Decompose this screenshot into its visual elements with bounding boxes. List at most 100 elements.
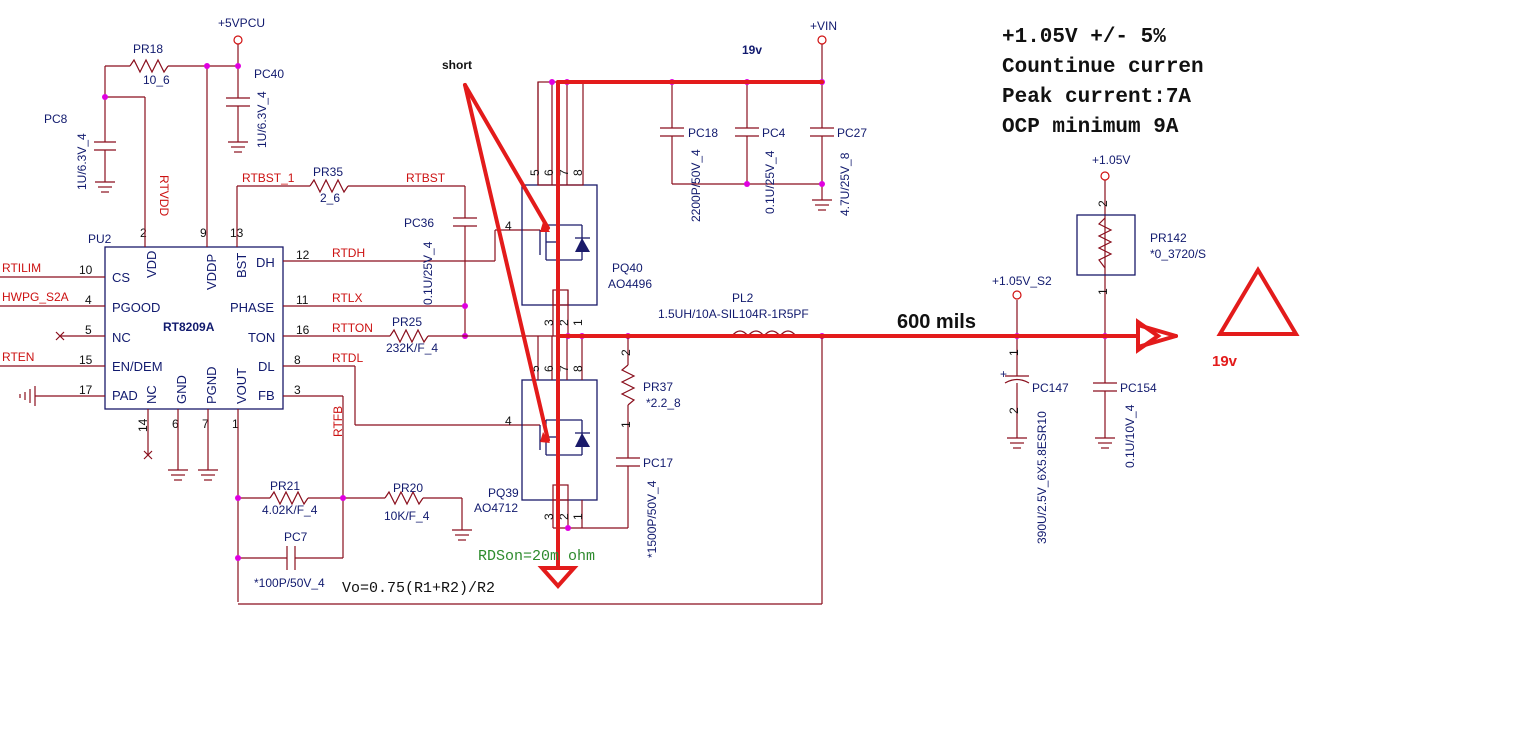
- rdson-note: RDSon=20m ohm: [478, 548, 595, 565]
- pq39-pin-5: 5: [528, 365, 542, 372]
- pin-name-fb: FB: [258, 388, 275, 403]
- pin-num-1: 1: [232, 417, 239, 431]
- pc147-pin-2: 2: [1007, 407, 1021, 414]
- pin-num-8: 8: [294, 353, 301, 367]
- pl2-val: 1.5UH/10A-SIL104R-1R5PF: [658, 307, 809, 321]
- pin-name-nc-bot: NC: [144, 385, 159, 404]
- pin-num-6: 6: [172, 417, 179, 431]
- net-rtfb: RTFB: [331, 406, 345, 437]
- pin-num-12: 12: [296, 248, 310, 262]
- pc36-ref: PC36: [404, 216, 434, 230]
- pin-num-9: 9: [200, 226, 207, 240]
- pc4-val: 0.1U/25V_4: [763, 150, 777, 214]
- snubber-pr37-pc17: [616, 336, 640, 528]
- pr35-val: 2_6: [320, 191, 340, 205]
- pc7-val: *100P/50V_4: [254, 576, 325, 590]
- pin-num-5: 5: [85, 323, 92, 337]
- pq40-pin-3: 3: [542, 319, 556, 326]
- pr142-val: *0_3720/S: [1150, 247, 1206, 261]
- pin-name-pad: PAD: [112, 388, 138, 403]
- power-5vpcu: +5VPCU: [218, 16, 265, 30]
- pr35-ref: PR35: [313, 165, 343, 179]
- pin-num-17: 17: [79, 383, 93, 397]
- pc40-ref: PC40: [254, 67, 284, 81]
- spec-line-2: Countinue curren: [1002, 56, 1204, 79]
- pin-num-11: 11: [296, 293, 309, 307]
- pr37-val: *2.2_8: [646, 396, 681, 410]
- pin-name-cs: CS: [112, 270, 130, 285]
- pc8-val: 1U/6.3V_4: [75, 133, 89, 190]
- power-105: +1.05V: [1092, 153, 1130, 167]
- pin-name-dh: DH: [256, 255, 275, 270]
- pc147-val: 390U/2.5V_6X5.8ESR10: [1035, 411, 1049, 544]
- pc27-val: 4.7U/25V_8: [838, 152, 852, 216]
- pq39-pin-6: 6: [542, 365, 556, 372]
- pr25-val: 232K/F_4: [386, 341, 438, 355]
- formula-note: Vo=0.75(R1+R2)/R2: [342, 580, 495, 597]
- pin-num-15: 15: [79, 353, 93, 367]
- pr20-ref: PR20: [393, 481, 423, 495]
- pq39-pin-8: 8: [571, 365, 585, 372]
- ic-part: RT8209A: [163, 320, 215, 334]
- pq40-pin-8: 8: [571, 169, 585, 176]
- pc154-ref: PC154: [1120, 381, 1157, 395]
- pc36-val: 0.1U/25V_4: [421, 241, 435, 305]
- pin-num-14: 14: [136, 418, 150, 432]
- pc8-ref: PC8: [44, 112, 68, 126]
- pc18-ref: PC18: [688, 126, 718, 140]
- pin-name-vdd: VDD: [144, 251, 159, 278]
- net-rtdl: RTDL: [332, 351, 363, 365]
- pq40-pin-6: 6: [542, 169, 556, 176]
- pin-name-nc-left: NC: [112, 330, 131, 345]
- spec-line-4: OCP minimum 9A: [1002, 116, 1179, 139]
- pr142-pin-2: 2: [1096, 200, 1110, 207]
- width-note: 600 mils: [897, 311, 976, 333]
- net-rtdh: RTDH: [332, 246, 365, 260]
- net-rtvdd: RTVDD: [157, 175, 171, 216]
- pin-name-vout: VOUT: [234, 368, 249, 404]
- pin-name-vddp: VDDP: [204, 254, 219, 290]
- pq39-pin-7: 7: [557, 365, 571, 372]
- rail-19v-label: 19v: [1212, 353, 1238, 370]
- pin-name-endem: EN/DEM: [112, 359, 163, 374]
- pc147-ref: PC147: [1032, 381, 1069, 395]
- pr21-val: 4.02K/F_4: [262, 503, 318, 517]
- mosfet-pq39: [521, 336, 628, 531]
- pc40-val: 1U/6.3V_4: [255, 91, 269, 148]
- pr37-pin-2: 2: [619, 349, 633, 356]
- pq39-pin-2: 2: [557, 513, 571, 520]
- pr18-ref: PR18: [133, 42, 163, 56]
- pq39-pin-1: 1: [571, 513, 585, 520]
- pq39-pin-4: 4: [505, 414, 512, 428]
- pin-name-dl: DL: [258, 359, 275, 374]
- pin-num-16: 16: [296, 323, 310, 337]
- pr142-ref: PR142: [1150, 231, 1187, 245]
- ic-ref: PU2: [88, 232, 112, 246]
- pin-num-4: 4: [85, 293, 92, 307]
- pl2-ref: PL2: [732, 291, 754, 305]
- pr37-pin-1: 1: [619, 421, 633, 428]
- pin-num-7: 7: [202, 417, 209, 431]
- pc147-pin-1: 1: [1007, 349, 1021, 356]
- power-105s2: +1.05V_S2: [992, 274, 1052, 288]
- pr18-val: 10_6: [143, 73, 170, 87]
- pc147-plus: +: [1000, 367, 1007, 381]
- pq39-ref: PQ39: [488, 486, 519, 500]
- pr37-ref: PR37: [643, 380, 673, 394]
- ic-pu2: PU2 RT8209A CS PGOOD NC EN/DEM PAD DH PH…: [79, 226, 310, 432]
- pq40-pin-4: 4: [505, 219, 512, 233]
- pq40-pin-5: 5: [528, 169, 542, 176]
- pr18-pc8-pc40: [94, 35, 250, 193]
- pq40-val: AO4496: [608, 277, 652, 291]
- pin-name-pgood: PGOOD: [112, 300, 160, 315]
- pr25-ref: PR25: [392, 315, 422, 329]
- spec-line-3: Peak current:7A: [1002, 86, 1191, 109]
- pc4-ref: PC4: [762, 126, 786, 140]
- ic-pin-wires: [0, 66, 495, 602]
- pc17-val: *1500P/50V_4: [645, 480, 659, 558]
- pq40-pin-7: 7: [557, 169, 571, 176]
- pc17-ref: PC17: [643, 456, 673, 470]
- pr142-pin-1: 1: [1096, 288, 1110, 295]
- net-rtbst: RTBST: [406, 171, 446, 185]
- pin-name-ton: TON: [248, 330, 275, 345]
